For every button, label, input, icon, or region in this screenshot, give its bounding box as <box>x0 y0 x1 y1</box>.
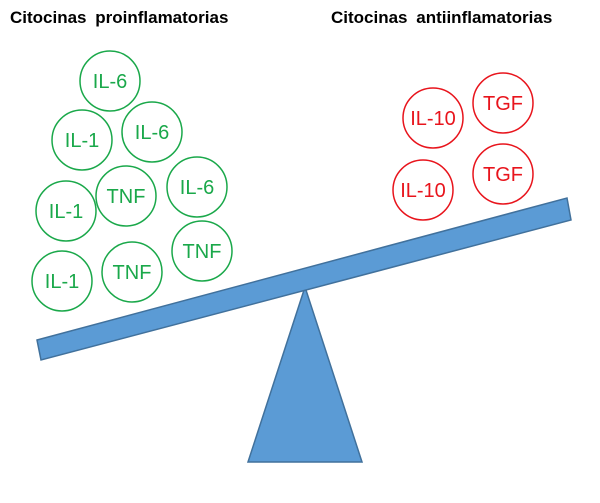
proinflammatory-cytokine-label: IL-1 <box>45 271 79 293</box>
antiinflammatory-cytokine-label: IL-10 <box>400 180 446 202</box>
balance-beam <box>36 197 572 361</box>
antiinflammatory-cytokine-circle <box>472 72 534 134</box>
antiinflammatory-cytokine-circle <box>402 87 464 149</box>
antiinflammatory-cytokine-circle <box>472 143 534 205</box>
proinflammatory-cytokine-label: IL-6 <box>135 122 169 144</box>
proinflammatory-cytokine-label: IL-1 <box>65 130 99 152</box>
proinflammatory-cytokine-label: TNF <box>113 262 152 284</box>
antiinflammatory-cytokine-label: TGF <box>483 164 523 186</box>
proinflammatory-cytokine-label: IL-6 <box>180 177 214 199</box>
proinflammatory-cytokine-label: TNF <box>183 241 222 263</box>
proinflammatory-cytokine-circle <box>171 220 233 282</box>
proinflammatory-cytokine-circle <box>101 241 163 303</box>
antiinflammatory-cytokine-circle <box>392 159 454 221</box>
proinflammatory-cytokine-label: TNF <box>107 186 146 208</box>
fulcrum-triangle <box>246 284 364 463</box>
proinflammatory-cytokine-circle <box>95 165 157 227</box>
proinflammatory-cytokine-circle <box>51 109 113 171</box>
proinflammatory-cytokine-circle <box>166 156 228 218</box>
antiinflammatory-cytokine-label: TGF <box>483 93 523 115</box>
proinflammatory-cytokine-circle <box>121 101 183 163</box>
antiinflammatory-cytokine-label: IL-10 <box>410 108 456 130</box>
antiinflammatory-heading: Citocinas antiinflamatorias <box>331 8 553 27</box>
proinflammatory-cytokine-label: IL-6 <box>93 71 127 93</box>
proinflammatory-cytokine-circle <box>79 50 141 112</box>
proinflammatory-heading: Citocinas proinflamatorias <box>10 8 229 27</box>
proinflammatory-cytokine-circle <box>31 250 93 312</box>
proinflammatory-cytokine-circle <box>35 180 97 242</box>
proinflammatory-cytokine-label: IL-1 <box>49 201 83 223</box>
